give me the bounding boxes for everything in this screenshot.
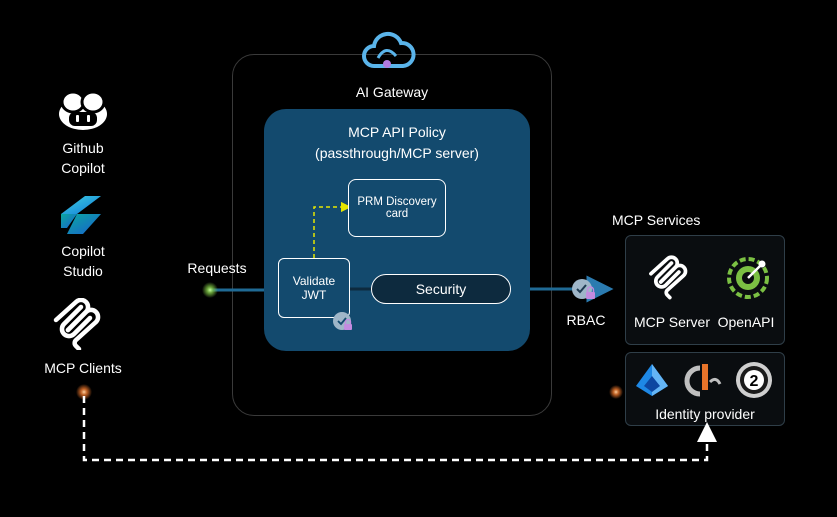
- okta-icon: [684, 364, 722, 397]
- rbac-label: RBAC: [566, 312, 606, 328]
- discovery-arrow: [313, 201, 352, 258]
- client-studio-line1: Copilot: [61, 243, 105, 259]
- client-github-line1: Github: [62, 140, 104, 156]
- openapi-icon: [727, 257, 769, 299]
- mcp-server-icon: [649, 255, 688, 300]
- openapi-label: OpenAPI: [717, 314, 775, 330]
- cloud-icon: [362, 31, 416, 68]
- copilot-studio-icon: [61, 196, 101, 234]
- mcp-services-box: [625, 235, 785, 345]
- verified-lock-icon: [333, 312, 352, 330]
- policy-title-line2: (passthrough/MCP server): [315, 145, 479, 161]
- prm-line2: card: [385, 208, 409, 220]
- gateway-frame: [232, 54, 552, 416]
- client-mcp-label: MCP Clients: [44, 360, 122, 376]
- security-pill: Security: [371, 274, 511, 304]
- policy-title-line1: MCP API Policy: [348, 124, 446, 140]
- requests-label: Requests: [187, 260, 247, 276]
- github-copilot-icon: [59, 90, 107, 130]
- client-github-line2: Copilot: [61, 160, 105, 176]
- azure-entra-icon: [636, 364, 668, 396]
- prm-discovery-card: PRM Discovery card: [348, 179, 446, 237]
- validate-line1: Validate: [292, 274, 336, 288]
- rbac-verified-icon: [572, 279, 595, 299]
- mcp-server-label: MCP Server: [634, 314, 710, 330]
- svg-text:2: 2: [750, 373, 759, 390]
- services-title: MCP Services: [612, 212, 701, 228]
- security-label: Security: [415, 281, 467, 297]
- prm-line1: PRM Discovery: [357, 196, 437, 208]
- gateway-label: AI Gateway: [355, 84, 429, 100]
- validate-line2: JWT: [301, 288, 327, 302]
- identity-provider-label: Identity provider: [655, 406, 755, 422]
- client-studio-line2: Studio: [63, 263, 103, 279]
- auth0-icon: 2: [736, 362, 772, 398]
- mcp-icon: [53, 298, 101, 350]
- validate-jwt-box: Validate JWT: [278, 258, 350, 318]
